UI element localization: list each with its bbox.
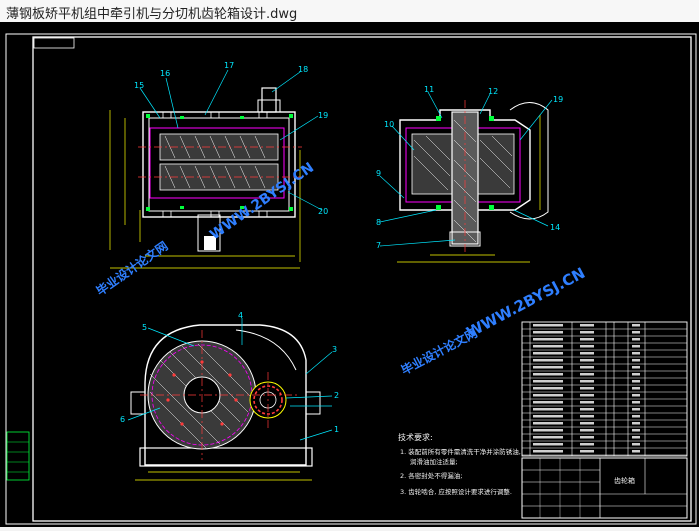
window-title: 薄钢板矫平机组中牵引机与分切机齿轮箱设计.dwg: [6, 7, 298, 22]
part-number-12: 12: [488, 87, 498, 96]
part-number-6: 6: [120, 415, 125, 424]
parts-list: [521, 321, 688, 457]
dim-lines-top-left: [109, 110, 301, 269]
part-number-4: 4: [238, 311, 243, 320]
inner-frame: [32, 36, 692, 522]
tech-line-1: 1. 装配前所有零件需清洗干净并涂防锈油,: [400, 447, 521, 456]
tech-line-2: 2. 各密封处不得漏油;: [400, 471, 462, 480]
view-top-left: 15 16 17 18 19 20: [109, 61, 328, 269]
cad-drawing: 15 16 17 18 19 20: [5, 33, 697, 525]
technical-requirements: 技术要求: 1. 装配前所有零件需清洗干净并涂防锈油, 润滑油加注适量; 2. …: [398, 432, 521, 496]
window-titlebar: 薄钢板矫平机组中牵引机与分切机齿轮箱设计.dwg: [0, 0, 699, 23]
tech-line-1b: 润滑油加注适量;: [410, 457, 458, 466]
part-number-19b: 19: [553, 95, 563, 104]
watermark-site-2: WWW.2BYSJ.CN: [463, 264, 588, 342]
part-number-5: 5: [142, 323, 147, 332]
title-block: 齿轮箱: [521, 457, 688, 519]
part-number-3: 3: [332, 345, 337, 354]
part-number-18: 18: [298, 65, 308, 74]
part-number-16: 16: [160, 69, 170, 78]
part-number-17: 17: [224, 61, 234, 70]
watermark-brand-2: 毕业设计论文网: [398, 325, 479, 378]
outer-frame: [5, 33, 697, 525]
tech-heading: 技术要求:: [398, 432, 433, 442]
part-number-20: 20: [318, 207, 328, 216]
tech-line-3: 3. 齿轮啮合, 应按照设计要求进行调整.: [400, 487, 512, 496]
view-bottom-left: 5 4 3 2 1 6: [120, 311, 339, 481]
part-number-10: 10: [384, 120, 394, 129]
view-top-right: 11 12 19 10 9 8 7 14: [376, 85, 563, 263]
part-number-15: 15: [134, 81, 144, 90]
part-number-9: 9: [376, 169, 381, 178]
part-number-7: 7: [376, 241, 381, 250]
part-number-8: 8: [376, 218, 381, 227]
part-number-19: 19: [318, 111, 328, 120]
drawing-canvas[interactable]: 15 16 17 18 19 20: [0, 22, 699, 527]
part-number-11: 11: [424, 85, 434, 94]
part-number-1: 1: [334, 425, 339, 434]
part-number-2: 2: [334, 391, 339, 400]
drawing-number-box: [33, 37, 75, 49]
part-number-14: 14: [550, 223, 560, 232]
binding-strip: [6, 431, 30, 481]
title-block-name: 齿轮箱: [614, 476, 635, 485]
